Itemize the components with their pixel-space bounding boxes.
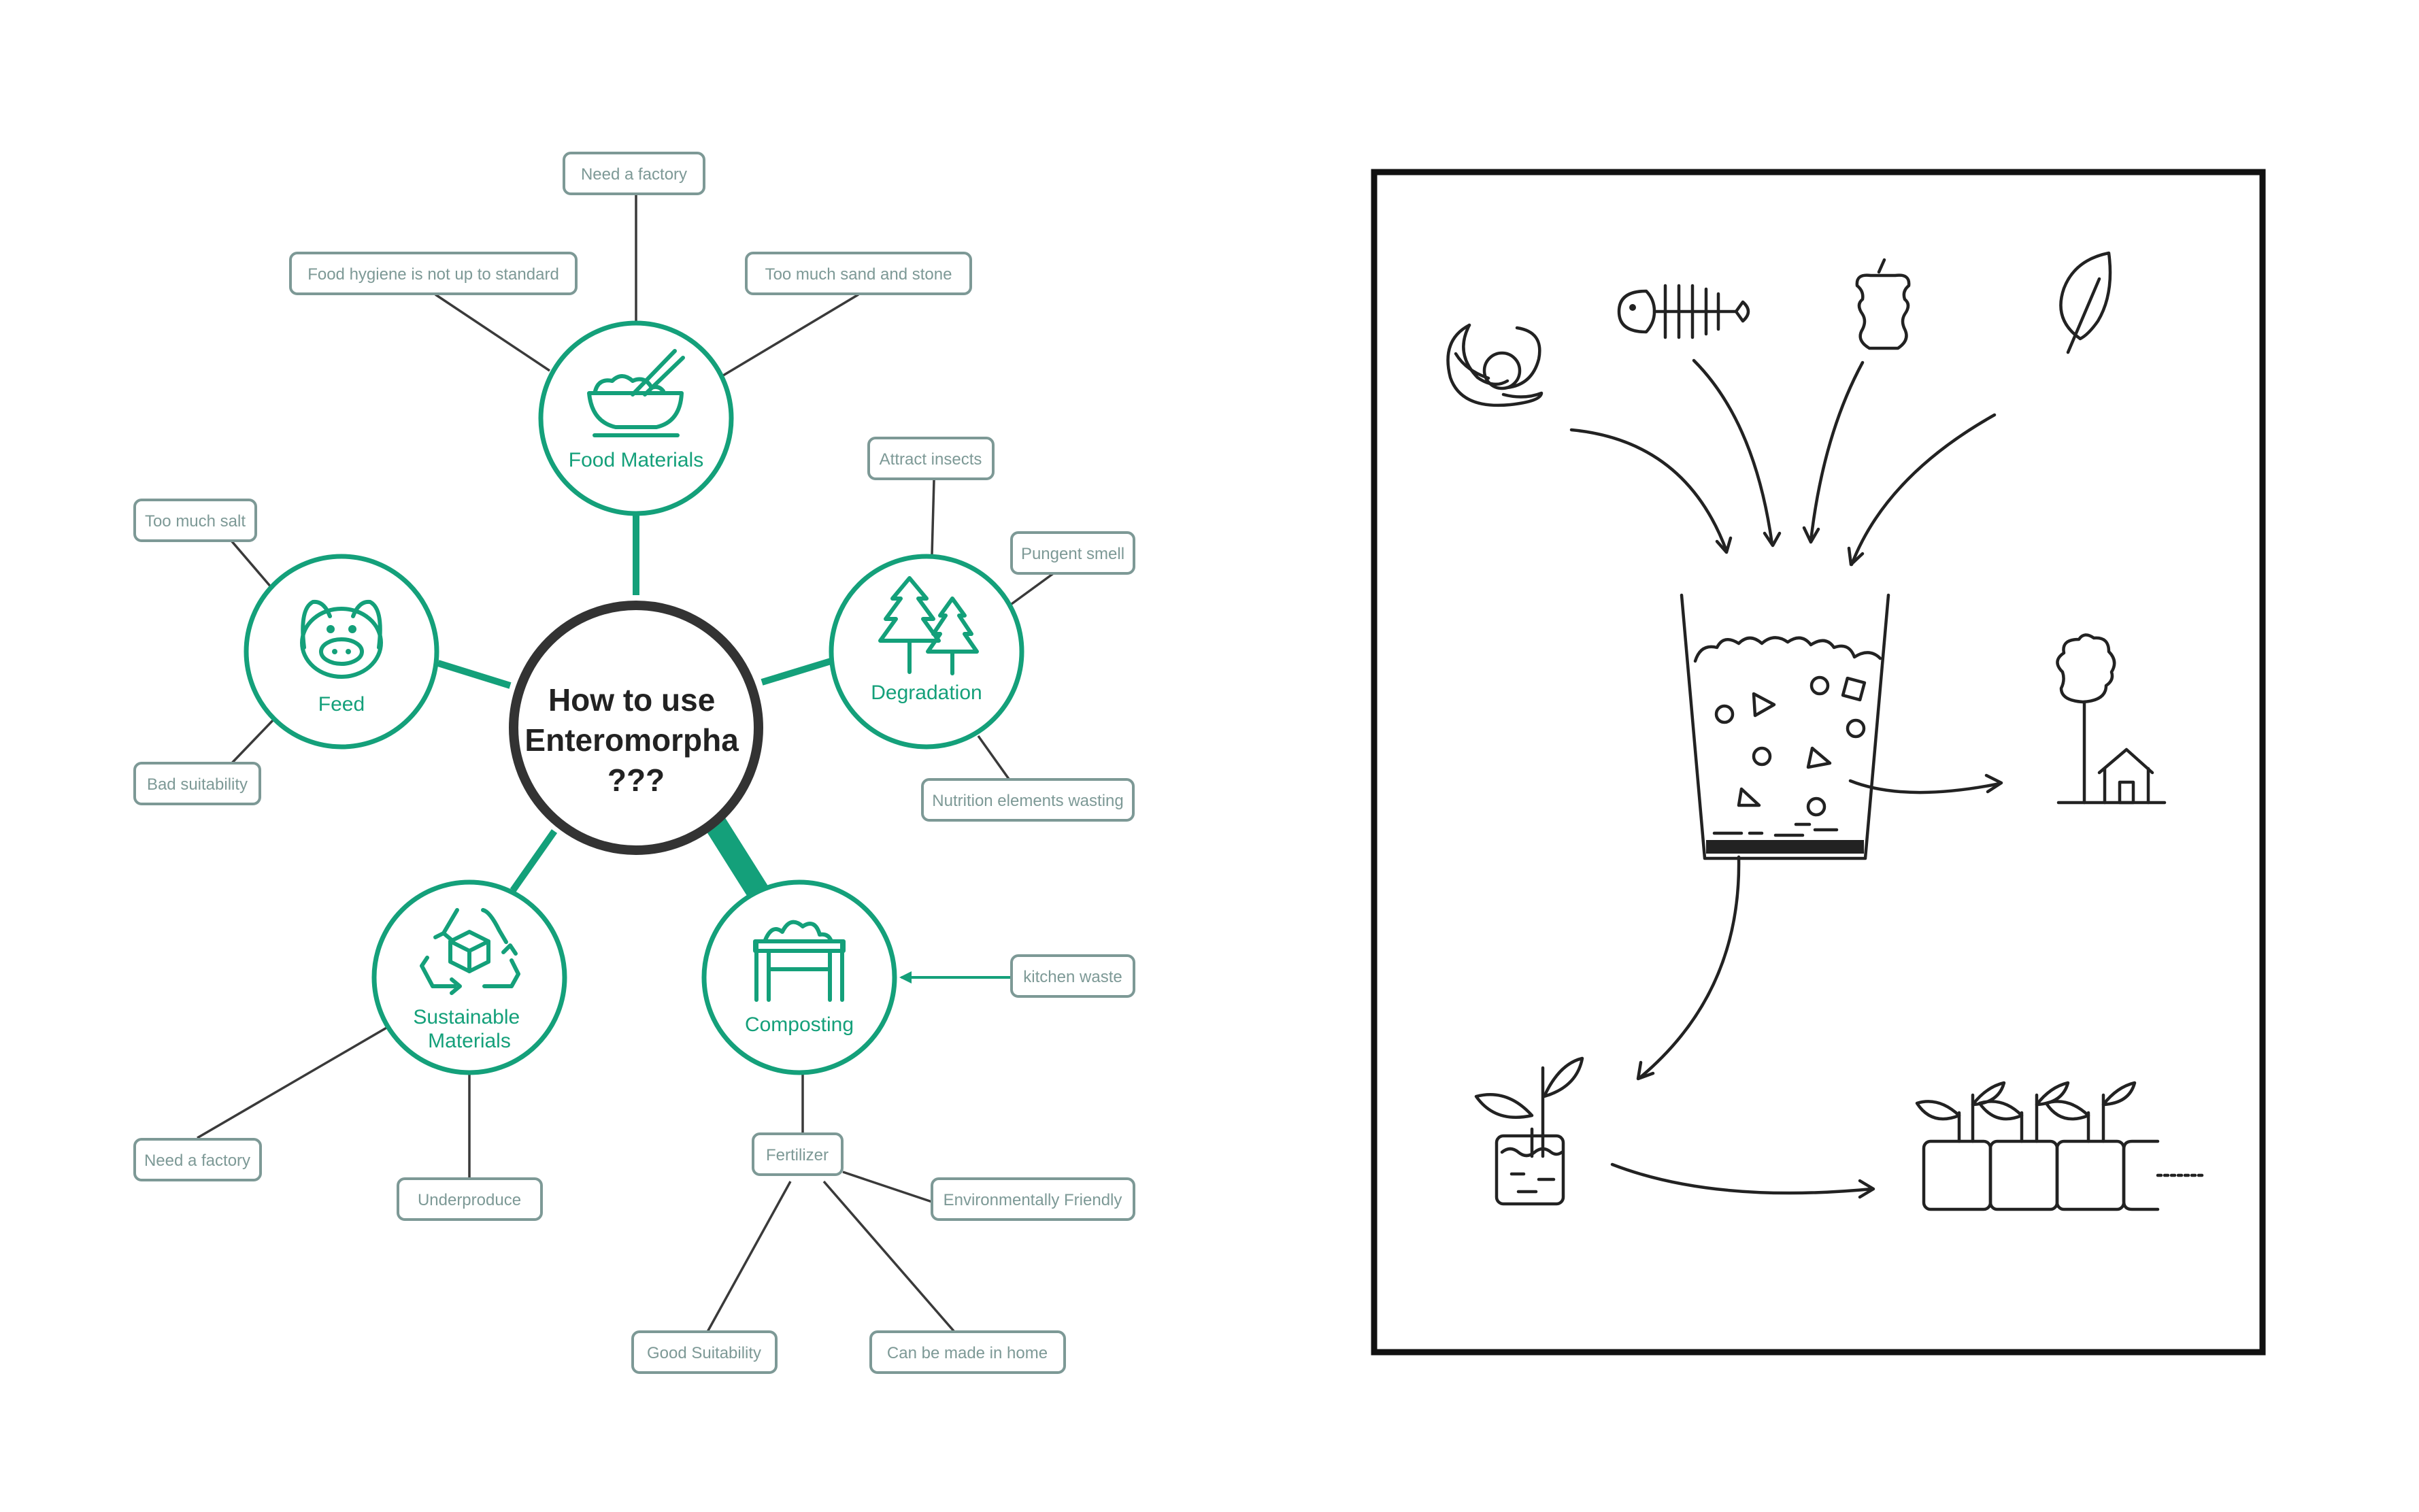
label-food-hygiene: Food hygiene is not up to standard	[289, 252, 578, 295]
svg-text:Bad suitability: Bad suitability	[147, 775, 248, 794]
node-sustainable-materials: Sustainable Materials	[371, 879, 567, 1075]
label-attract-insects: Attract insects	[867, 437, 995, 480]
svg-text:Environmentally Friendly: Environmentally Friendly	[944, 1191, 1122, 1209]
label-too-much-sand: Too much sand and stone	[745, 252, 972, 295]
node-label: Feed	[318, 693, 365, 716]
node-label: Food Materials	[569, 449, 703, 471]
label-need-factory-top: Need a factory	[563, 152, 705, 195]
svg-text:Good Suitability: Good Suitability	[647, 1344, 761, 1362]
compost-bucket-icon	[1680, 593, 1890, 860]
node-food-materials: Food Materials	[538, 320, 734, 516]
recycle-icon	[420, 908, 520, 995]
process-panel	[1371, 169, 2266, 1356]
node-feed: Feed	[244, 554, 439, 750]
label-need-factory-bottom: Need a factory	[133, 1138, 262, 1181]
label-good-suitability: Good Suitability	[631, 1330, 778, 1374]
label-too-much-salt: Too much salt	[133, 499, 257, 542]
tree-and-house-icon	[2056, 633, 2167, 805]
label-environmentally-friendly: Environmentally Friendly	[931, 1177, 1135, 1221]
label-made-in-home: Can be made in home	[869, 1330, 1066, 1374]
svg-text:Need a factory: Need a factory	[144, 1152, 250, 1170]
connector-lines	[197, 194, 1056, 1333]
label-pungent-smell: Pungent smell	[1010, 531, 1135, 575]
apple-core-icon	[1855, 258, 1911, 350]
svg-text:Underproduce: Underproduce	[418, 1191, 521, 1209]
rice-bowl-icon	[587, 349, 685, 437]
svg-text:Too much sand and stone: Too much sand and stone	[765, 265, 952, 284]
svg-text:Too much salt: Too much salt	[145, 512, 246, 531]
spokes	[437, 514, 837, 905]
center-node: How to use Enteromorpha ???	[509, 601, 763, 855]
compost-bin-icon	[753, 920, 846, 1002]
node-composting: Composting	[701, 879, 897, 1075]
label-bad-suitability: Bad suitability	[133, 762, 261, 805]
leaf-icon	[2059, 251, 2112, 354]
pig-icon	[300, 599, 383, 679]
label-kitchen-waste: kitchen waste	[1010, 954, 1135, 998]
node-degradation: Degradation	[829, 554, 1024, 750]
svg-text:Food hygiene is not up to stan: Food hygiene is not up to standard	[307, 265, 559, 284]
node-label: Composting	[745, 1013, 854, 1036]
svg-text:Pungent smell: Pungent smell	[1021, 545, 1124, 563]
input-arrows	[1569, 358, 1997, 567]
node-label: Sustainable Materials	[413, 1006, 525, 1052]
label-underproduce: Underproduce	[397, 1177, 543, 1221]
label-fertilizer: Fertilizer	[752, 1132, 844, 1176]
banana-peel-icon	[1446, 323, 1544, 407]
svg-text:Can be made in home: Can be made in home	[887, 1344, 1048, 1362]
svg-text:Attract insects: Attract insects	[880, 450, 982, 469]
center-title: How to use Enteromorpha ???	[524, 682, 747, 798]
trees-icon	[878, 576, 979, 675]
label-nutrition-wasting: Nutrition elements wasting	[921, 778, 1135, 822]
mind-map: Need a factory Food hygiene is not up to…	[133, 152, 1135, 1374]
svg-text:kitchen waste: kitchen waste	[1023, 968, 1122, 986]
node-label: Degradation	[871, 682, 982, 704]
fish-bone-icon	[1617, 284, 1750, 339]
svg-text:Need a factory: Need a factory	[581, 165, 687, 184]
svg-text:Nutrition elements wasting: Nutrition elements wasting	[932, 792, 1123, 810]
svg-text:Fertilizer: Fertilizer	[766, 1146, 829, 1164]
seedling-pot-icon	[1474, 1056, 1584, 1206]
planter-row-icon	[1915, 1081, 2206, 1211]
